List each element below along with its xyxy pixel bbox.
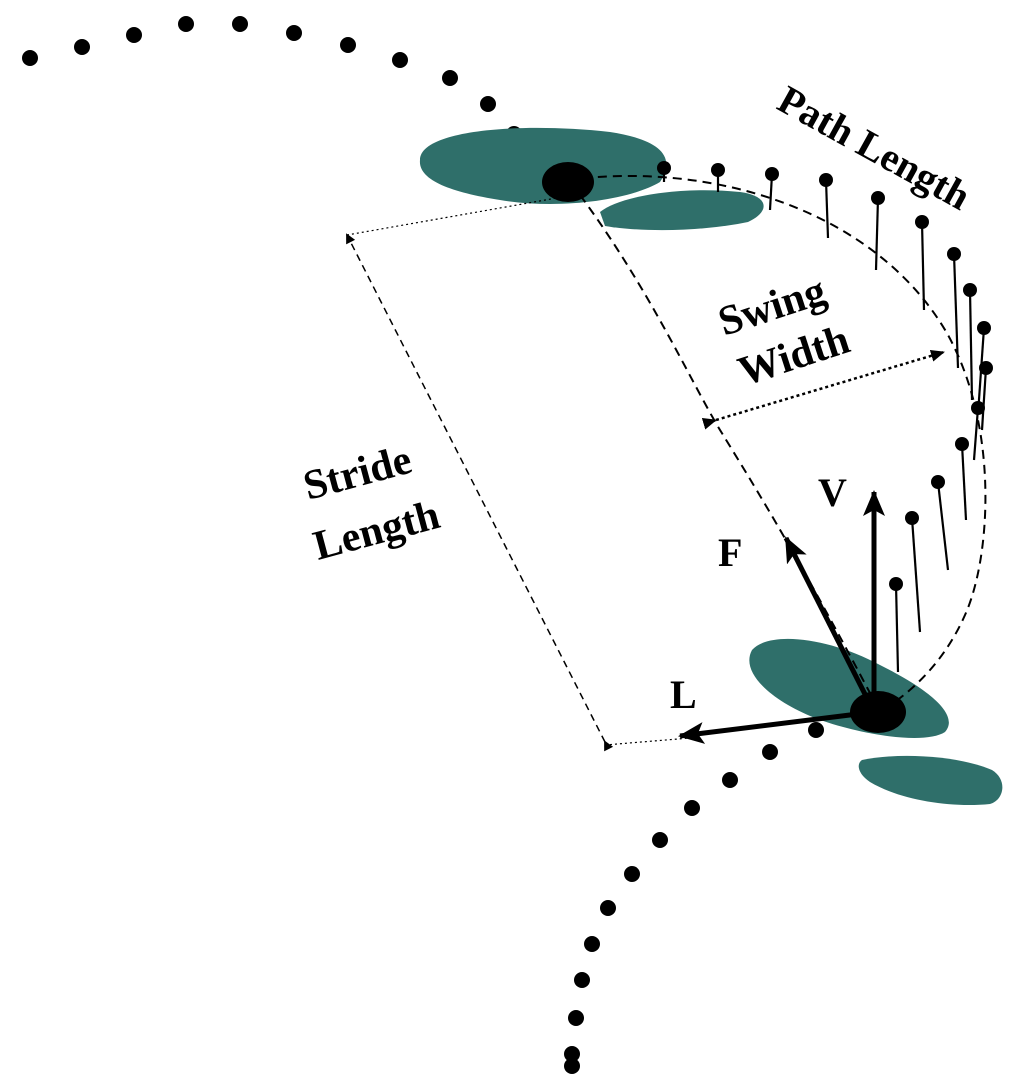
stem-dot xyxy=(963,283,977,297)
path-dot xyxy=(126,27,142,43)
stem-dot xyxy=(947,247,961,261)
stem-dot xyxy=(971,401,985,415)
path-dot xyxy=(624,866,640,882)
stride-length-label-line1: Stride xyxy=(299,437,417,510)
stem-line xyxy=(894,583,900,673)
path-dot xyxy=(442,70,458,86)
stride-connector-top xyxy=(346,195,569,236)
vector-f-arrow xyxy=(783,536,877,714)
path-dot xyxy=(22,50,38,66)
path-dot xyxy=(722,772,738,788)
stem-dot xyxy=(977,321,991,335)
stem-line xyxy=(910,517,922,633)
path-dot xyxy=(480,96,496,112)
path-dot xyxy=(74,39,90,55)
path-dot xyxy=(762,744,778,760)
path-dot xyxy=(178,16,194,32)
flight-path-dots xyxy=(22,16,824,1074)
path-dot xyxy=(392,52,408,68)
path-dot xyxy=(340,37,356,53)
path-dot xyxy=(574,972,590,988)
swing-width-line xyxy=(701,349,945,430)
stem-dot xyxy=(871,191,885,205)
stem-dot xyxy=(955,437,969,451)
stem-dot xyxy=(915,215,929,229)
stroke-stems xyxy=(657,161,993,673)
path-dot xyxy=(684,800,700,816)
stem-line xyxy=(936,481,950,571)
stem-dot xyxy=(819,173,833,187)
vector-f-label: F xyxy=(718,530,742,575)
pivot-upper xyxy=(542,162,594,202)
stem-dot xyxy=(657,161,671,175)
stem-dot xyxy=(889,577,903,591)
wing-upper xyxy=(419,127,764,231)
stem-line xyxy=(920,221,926,311)
stem-line xyxy=(972,407,980,461)
path-dot xyxy=(652,832,668,848)
stem-dot xyxy=(931,475,945,489)
stem-dot xyxy=(979,361,993,375)
path-dot xyxy=(584,936,600,952)
stem-line xyxy=(824,179,830,239)
path-dot xyxy=(564,1046,580,1062)
path-dot xyxy=(286,25,302,41)
vector-l-label: L xyxy=(670,672,697,717)
stem-line xyxy=(968,289,974,401)
vector-l-arrow xyxy=(678,709,875,744)
pivot-lower xyxy=(850,691,906,733)
path-dot xyxy=(808,722,824,738)
path-dot xyxy=(600,900,616,916)
stem-dot xyxy=(905,511,919,525)
stride-length-line xyxy=(346,233,614,752)
vector-v-label: V xyxy=(818,470,847,515)
stem-dot xyxy=(711,163,725,177)
stem-line xyxy=(960,443,968,521)
stem-line xyxy=(980,367,988,431)
path-dot xyxy=(232,16,248,32)
stem-dot xyxy=(765,167,779,181)
stride-connector-bottom xyxy=(604,737,691,746)
stem-line xyxy=(874,197,880,271)
path-dot xyxy=(568,1010,584,1026)
stem-line xyxy=(952,253,960,369)
path-dot xyxy=(564,1058,580,1074)
